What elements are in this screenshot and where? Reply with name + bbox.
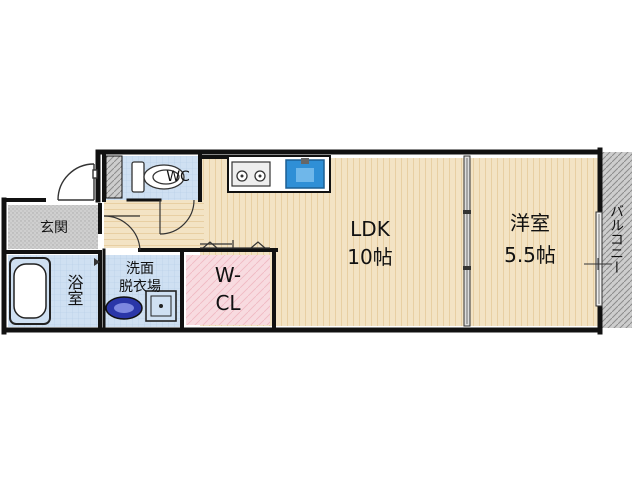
stove-icon [231,161,271,187]
pillar [105,155,123,199]
yoshitsu-label: 洋室 [510,211,550,235]
yoshitsu-size-label: 5.5帖 [504,243,556,267]
wcl-label-line1: W- [215,263,241,287]
washbasin-icon [105,296,143,320]
balcony-label: バルコニー [608,204,624,274]
balcony-window [584,211,612,307]
toilet-icon [131,161,185,193]
bath-label: 浴室 [65,274,84,306]
ldk-floor-lower [104,200,204,248]
wc-door-icon [159,199,195,235]
senmen-label-line2: 脱衣場 [119,279,161,295]
yoshitsu-floor [470,158,600,326]
ldk-size-label: 10帖 [347,245,392,269]
senmen-door-icon [103,215,141,251]
walk-in-closet-floor [186,255,270,325]
wc-pillar [200,155,228,159]
genkan-label: 玄関 [40,219,68,236]
genkan-floor [8,205,98,249]
walls [1,147,603,335]
bathtub-icon [9,257,51,325]
closet-door-icon [200,240,270,249]
senmen-label-line1: 洗面 [126,261,154,277]
sink-icon [285,158,325,189]
washing-machine-icon [145,290,177,322]
wcl-label-line2: CL [215,291,241,315]
partition-sliding-door [463,155,471,327]
balcony-floor [600,152,632,328]
ldk-label: LDK [350,217,391,241]
wc-label: WC [166,169,190,185]
bath-door-icon [94,258,100,266]
entrance-door-icon [57,163,98,201]
